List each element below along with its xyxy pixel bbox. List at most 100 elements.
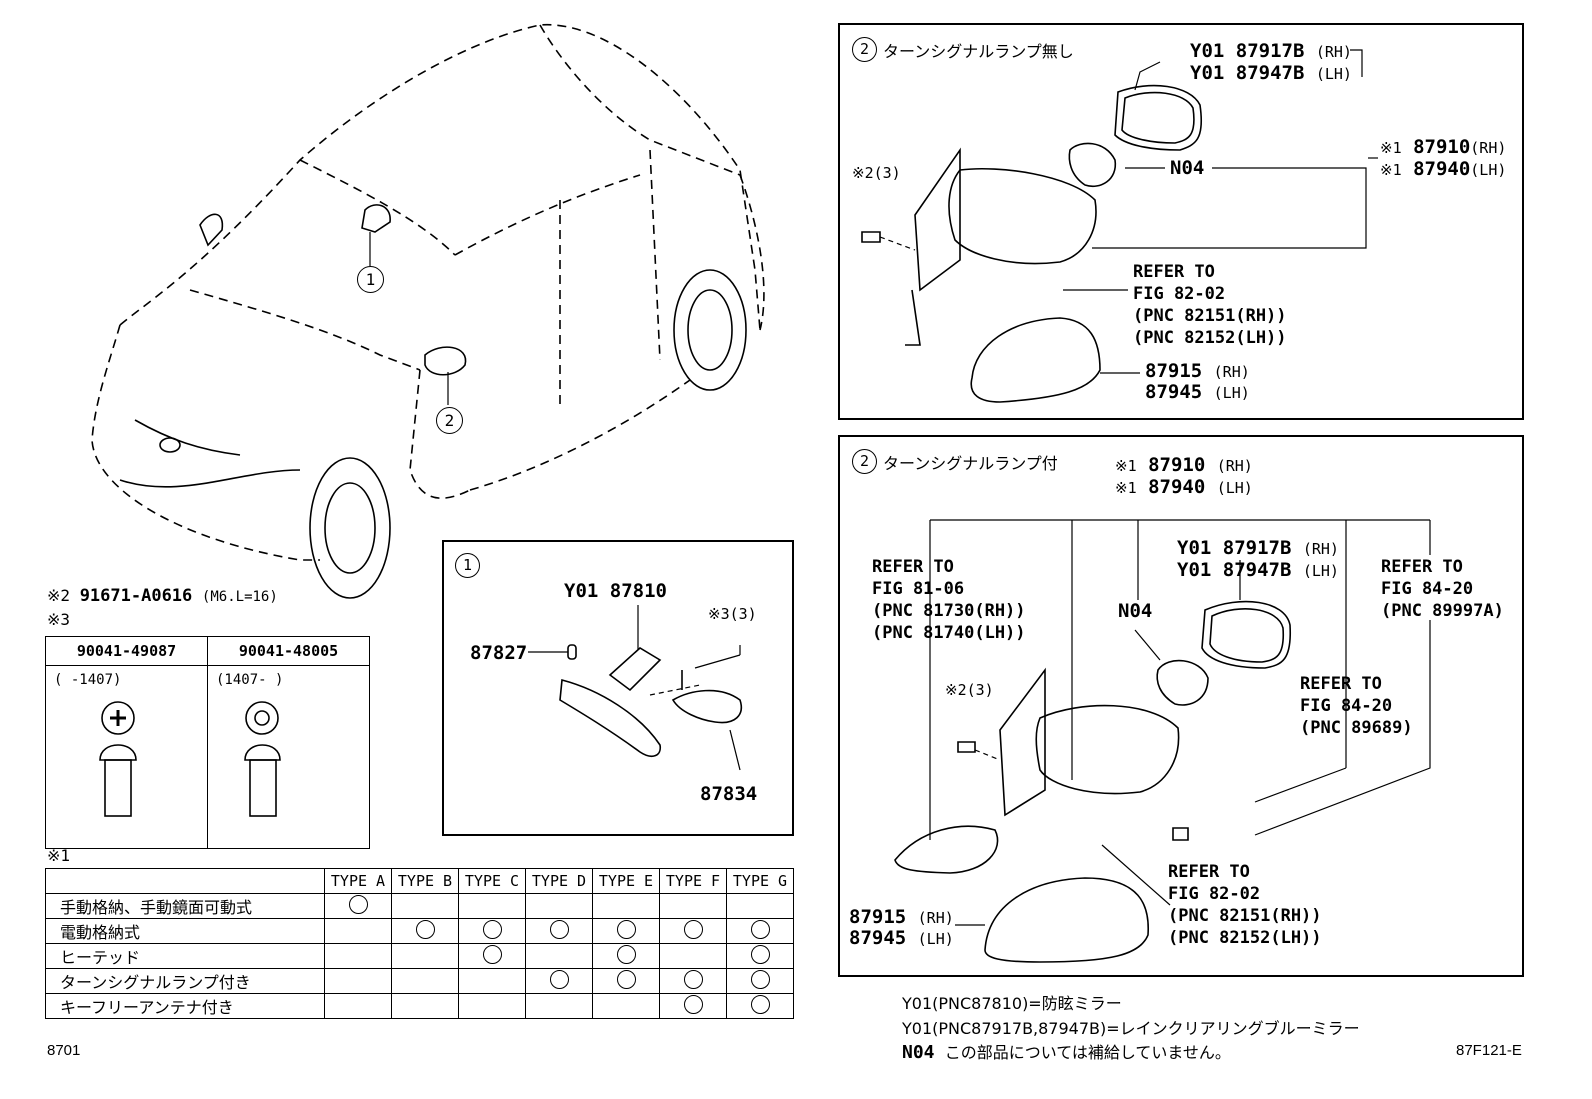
refer-line: FIG 82-02 — [1168, 884, 1261, 904]
bolt-col1-part: 90041-49087 — [45, 636, 208, 666]
refer-line: REFER TO — [1133, 262, 1215, 282]
type-cell — [324, 943, 392, 969]
refer-line: (PNC 81730(RH)) — [872, 601, 1026, 621]
bottom-refer-antenna: REFER TO FIG 84-20 (PNC 89997A) — [1381, 556, 1504, 622]
top-cover-rh: 87915 (RH) — [1145, 360, 1250, 382]
bottom-assy-lh-part: 87940 — [1148, 476, 1206, 498]
type-cell — [324, 968, 392, 994]
panel-top-title: ターンシグナルランプ無し — [883, 42, 1074, 61]
type-header: TYPE F — [659, 868, 727, 894]
panel-no-turn-signal — [838, 23, 1524, 420]
type-table-row: ヒーテッド — [45, 943, 794, 969]
refer-line: REFER TO — [1381, 557, 1463, 577]
top-assy-rh-part: 87910 — [1413, 136, 1471, 158]
type-cell — [458, 893, 526, 919]
footnote-3-text: この部品については補給していません。 — [944, 1043, 1231, 1062]
applicable-circle-icon — [482, 944, 502, 964]
panel-top-number: 2 — [852, 37, 877, 62]
top-cover-lh-side: (LH) — [1213, 384, 1250, 402]
refer-line: (PNC 82152(LH)) — [1168, 928, 1322, 948]
type-header: TYPE A — [324, 868, 392, 894]
type-cell — [726, 968, 794, 994]
applicable-circle-icon — [683, 994, 703, 1014]
bottom-cover-lh: 87945 (LH) — [849, 927, 954, 949]
refer-line: FIG 82-02 — [1133, 284, 1226, 304]
bottom-assy-lh-side: (LH) — [1216, 479, 1253, 497]
type-cell — [324, 993, 392, 1019]
panel-bottom-title: ターンシグナルランプ付 — [883, 454, 1058, 473]
bolt-col1-cell: ( -1407) — [45, 665, 208, 849]
refer-line: (PNC 89689) — [1300, 718, 1413, 738]
bottom-glass-lh-side: (LH) — [1302, 562, 1339, 580]
top-glass-lh: Y01 87947B (LH) — [1190, 62, 1352, 84]
panel-with-turn-signal — [838, 435, 1524, 977]
bottom-cover-rh: 87915 (RH) — [849, 906, 954, 928]
type-cell — [391, 968, 459, 994]
bolt-note-part: 91671-A0616 — [79, 586, 193, 606]
type-table-header: TYPE A TYPE B TYPE C TYPE D TYPE E TYPE … — [45, 868, 794, 894]
type-cell — [726, 893, 794, 919]
bottom-cover-rh-side: (RH) — [917, 909, 954, 927]
top-glass-lh-side: (LH) — [1315, 65, 1352, 83]
top-assy-rh-side: (RH) — [1470, 139, 1507, 157]
part-rearview-mirror: Y01 87810 — [564, 580, 667, 602]
refer-line: (PNC 82151(RH)) — [1133, 306, 1287, 326]
top-cover-lh-part: 87945 — [1145, 381, 1203, 403]
type-cell — [525, 943, 593, 969]
type-cell — [525, 893, 593, 919]
applicable-circle-icon — [750, 994, 770, 1014]
type-header: TYPE G — [726, 868, 794, 894]
bottom-assy-rh-side: (RH) — [1216, 457, 1253, 475]
applicable-circle-icon — [616, 944, 636, 964]
bottom-glass-lh: Y01 87947B (LH) — [1177, 559, 1339, 581]
top-assy-lh-mark: ※1 — [1380, 161, 1402, 179]
type-cell — [659, 968, 727, 994]
applicable-circle-icon — [683, 969, 703, 989]
top-cover-rh-part: 87915 — [1145, 360, 1203, 382]
detail-1-box — [442, 540, 794, 836]
type-cell — [391, 918, 459, 944]
note3-label: ※3 — [47, 610, 71, 629]
bottom-glass-rh: Y01 87917B (RH) — [1177, 537, 1339, 559]
top-assy-lh: ※1 87940(LH) — [1380, 158, 1506, 180]
top-glass-rh: Y01 87917B (RH) — [1190, 40, 1352, 62]
applicable-circle-icon — [616, 919, 636, 939]
applicable-circle-icon — [482, 919, 502, 939]
type-table-body: 手動格納、手動鏡面可動式電動格納式ヒーテッドターンシグナルランプ付きキーフリーア… — [45, 893, 794, 1019]
footnote-1: Y01(PNC87810)=防眩ミラー — [902, 994, 1122, 1013]
note1-label: ※1 — [47, 846, 71, 865]
footnote-3: N04 この部品については補給していません。 — [902, 1039, 1231, 1063]
car-callout-leaders — [369, 232, 449, 405]
refer-line: (PNC 89997A) — [1381, 601, 1504, 621]
top-assy-lh-part: 87940 — [1413, 158, 1471, 180]
type-cell — [726, 918, 794, 944]
mirror-with-signal-drawing — [894, 600, 1291, 963]
type-row-label: 電動格納式 — [45, 918, 325, 944]
applicable-circle-icon — [750, 944, 770, 964]
bottom-cover-lh-part: 87945 — [849, 927, 907, 949]
top-cover-lh: 87945 (LH) — [1145, 381, 1250, 403]
footnote-3-code: N04 — [902, 1042, 935, 1063]
type-cell — [525, 968, 593, 994]
type-cell — [458, 968, 526, 994]
applicable-circle-icon — [750, 919, 770, 939]
type-header: TYPE E — [592, 868, 660, 894]
type-header: TYPE B — [391, 868, 459, 894]
type-row-label: 手動格納、手動鏡面可動式 — [45, 893, 325, 919]
refer-line: REFER TO — [872, 557, 954, 577]
applicable-circle-icon — [683, 919, 703, 939]
type-row-label: ターンシグナルランプ付き — [45, 968, 325, 994]
bottom-cover-rh-part: 87915 — [849, 906, 907, 928]
type-cell — [592, 968, 660, 994]
bottom-glass-lh-part: Y01 87947B — [1177, 559, 1292, 581]
type-table-row: ターンシグナルランプ付き — [45, 968, 794, 994]
footnote-2: Y01(PNC87917B,87947B)=レインクリアリングブルーミラー — [902, 1019, 1360, 1038]
bottom-assy-lh-mark: ※1 — [1115, 479, 1137, 497]
rearview-mirror-leaders — [528, 605, 741, 771]
type-cell — [324, 893, 392, 919]
top-assy-rh: ※1 87910(RH) — [1380, 136, 1506, 158]
top-screw: ※2(3) — [852, 164, 901, 182]
figure-code: 87F121-E — [1456, 1042, 1522, 1059]
type-cell — [525, 918, 593, 944]
